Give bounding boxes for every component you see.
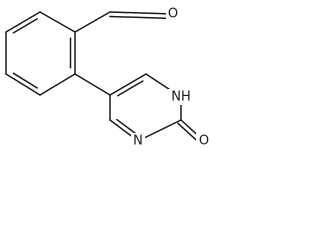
atom-a8-group: O (166, 6, 180, 22)
bond-a5-a6 (39, 73, 76, 96)
bond-a1-a7 (74, 11, 111, 33)
bond-b4-b5 (137, 119, 182, 142)
atom-label-ring-n: N (133, 134, 143, 149)
atom-label-ring-nh: NH (171, 90, 191, 105)
atom-label-layer: O NH N O (131, 6, 212, 149)
atom-label-aldehyde-oxygen: O (168, 7, 178, 22)
atom-label-carbonyl-oxygen: O (199, 134, 209, 149)
atom-a8-mask (166, 6, 180, 22)
molecule-structure: O NH N O (5, 6, 212, 149)
atom-b5-group: N (131, 133, 145, 149)
bond-a6-b1 (74, 73, 111, 96)
bond-a2-a3 (5, 11, 41, 33)
bond-a7-a8 (109, 11, 174, 15)
atom-b5-mask (131, 133, 145, 149)
atom-b7-mask (196, 133, 212, 149)
bond-a4-a5-inner (12, 72, 39, 89)
bond-layer (5, 11, 205, 146)
bond-b1-b2-inner (116, 80, 144, 97)
bond-a1-a2 (39, 11, 76, 33)
bond-b5-b6-inner (116, 118, 138, 135)
bond-a7-a8-second (109, 15, 174, 20)
bond-a4-a5 (5, 73, 41, 96)
bond-b1-b2 (109, 73, 147, 96)
atom-b3-mask (168, 89, 194, 105)
atom-b3-group: NH (168, 89, 194, 105)
atom-b7-group: O (196, 133, 212, 149)
bond-a2-a3-inner (12, 18, 38, 34)
